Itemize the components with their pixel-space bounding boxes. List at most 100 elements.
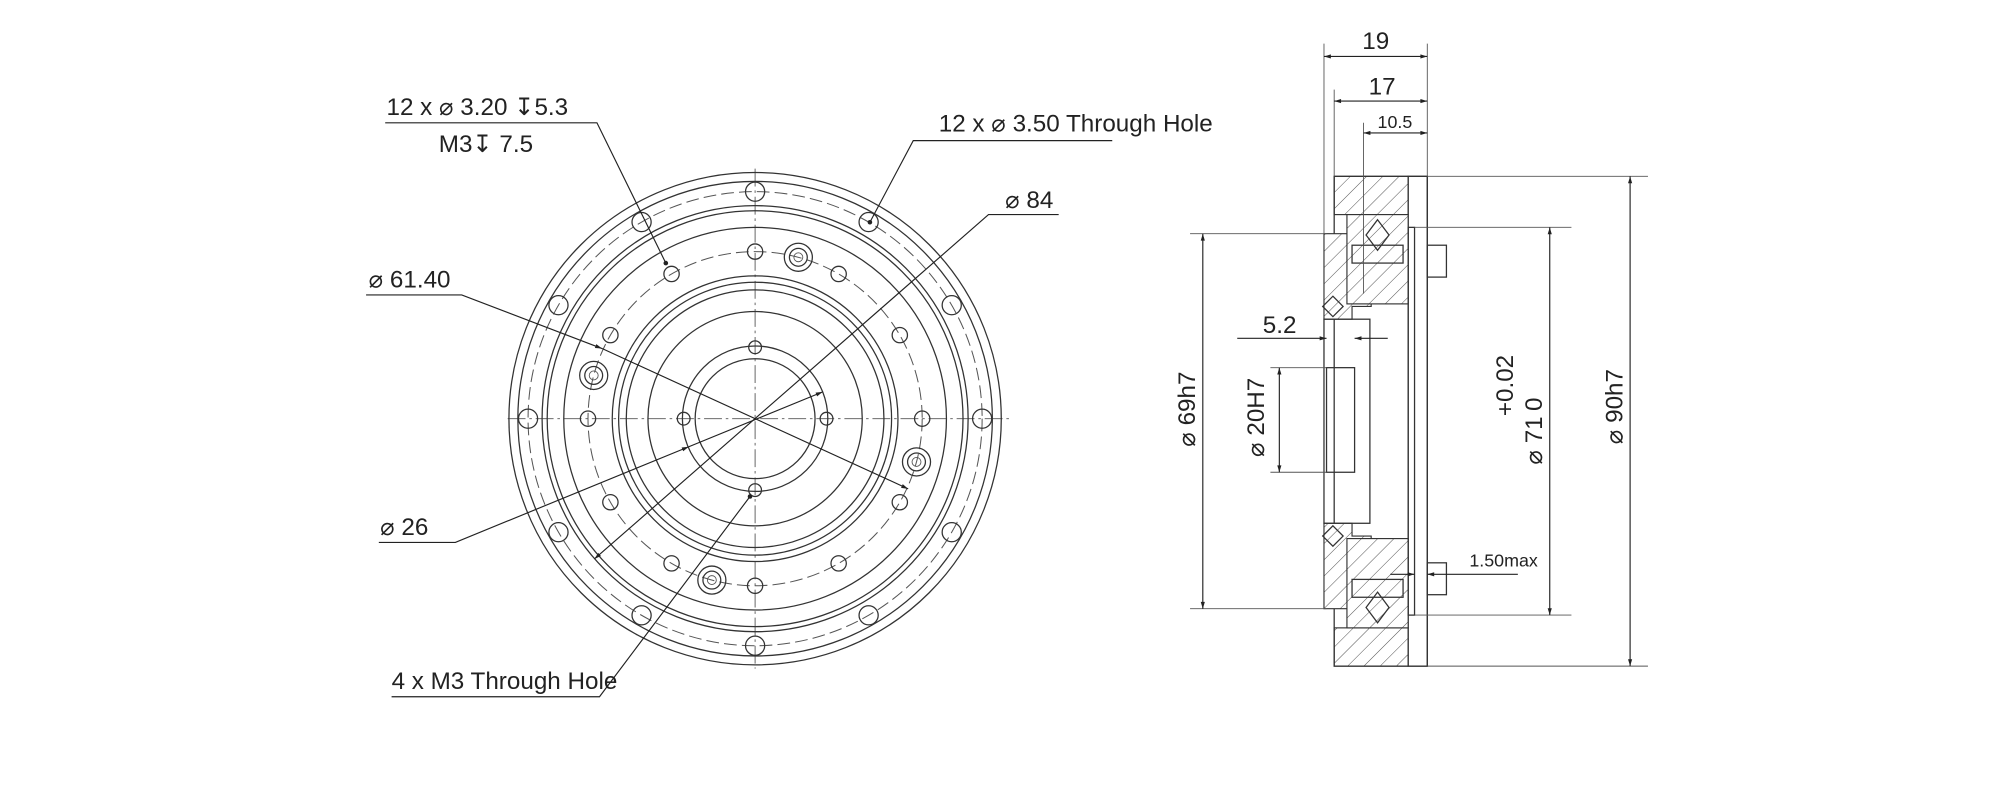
dia-69h7-label: ⌀ 69h7 <box>1174 372 1201 447</box>
dowel-hole-core <box>706 575 717 585</box>
dim-10-5-label: 10.5 <box>1378 112 1413 132</box>
pin-top <box>1426 244 1448 278</box>
dia-84-label: ⌀ 84 <box>1005 187 1053 214</box>
through-hole <box>631 605 652 626</box>
dia-20H7-label: ⌀ 20H7 <box>1243 378 1270 457</box>
dimension-17: 17 <box>1333 74 1428 177</box>
dowel-hole <box>697 565 727 595</box>
bolt-holes <box>517 181 993 656</box>
through-hole <box>744 635 766 656</box>
dowel-hole <box>783 242 814 272</box>
dimension-line <box>688 391 823 448</box>
dimension-dia-61-40: ⌀ 61.40 <box>366 266 909 490</box>
shaft-bore <box>1325 367 1356 473</box>
dimension-dia-71: ⌀ 71 0 +0.02 <box>1414 226 1572 616</box>
m3-hole <box>748 340 763 355</box>
leader-line <box>867 140 1113 225</box>
ring-circle <box>563 226 948 611</box>
through-hole <box>548 522 569 543</box>
dim-19-label: 19 <box>1362 28 1389 55</box>
callout-m3-holes-label: 4 x M3 Through Hole <box>392 668 618 695</box>
tapped-hole <box>746 577 764 595</box>
dowel-hole-inner <box>788 247 808 267</box>
m3-hole <box>676 411 691 426</box>
dimension-line <box>594 214 1059 560</box>
leader-line <box>385 122 669 266</box>
callout-tapped-holes-line2: M3↧ 7.5 <box>439 131 533 158</box>
callout-through-holes: 12 x ⌀ 3.50 Through Hole <box>867 111 1213 225</box>
tapped-hole <box>663 265 680 283</box>
dimension-1-50max: 1.50max <box>1390 551 1538 577</box>
dimension-line <box>366 294 603 350</box>
tapped-hole <box>913 410 931 427</box>
dowel-hole-inner <box>906 452 927 472</box>
dia-90h7-label: ⌀ 90h7 <box>1601 369 1628 444</box>
through-hole <box>858 211 879 233</box>
dowel-hole-inner <box>702 570 722 590</box>
callout-through-holes-label: 12 x ⌀ 3.50 Through Hole <box>939 111 1213 138</box>
through-hole <box>941 294 962 316</box>
dimension-dia-20H7: ⌀ 20H7 <box>1243 367 1327 473</box>
dia-71-label: ⌀ 71 <box>1521 416 1548 464</box>
m3-hole <box>819 411 834 426</box>
screw-bottom <box>1351 578 1404 598</box>
dim-1-50max-label: 1.50max <box>1469 551 1538 571</box>
dowel-hole <box>579 360 609 391</box>
housing-top <box>1333 175 1409 216</box>
through-hole <box>744 181 766 202</box>
ring-circle <box>617 281 893 556</box>
callout-tapped-holes-line1: 12 x ⌀ 3.20 ↧5.3 <box>386 94 568 121</box>
m3-hole <box>748 483 763 498</box>
output-flange <box>1407 175 1428 667</box>
tapped-hole <box>602 326 619 344</box>
dimension-dia-84: ⌀ 84 <box>594 187 1059 560</box>
ring-circle <box>508 171 1002 666</box>
through-hole <box>548 294 569 316</box>
tapped-hole <box>830 555 847 572</box>
callout-tapped-holes: 12 x ⌀ 3.20 ↧5.3 M3↧ 7.5 <box>385 94 669 266</box>
leader-line <box>391 494 753 698</box>
seal-plate <box>1407 226 1416 616</box>
crossed-roller <box>1365 218 1390 624</box>
ring-circle <box>527 191 983 647</box>
ring-circle <box>681 345 829 493</box>
tolerance-lower: 0 <box>1521 398 1548 411</box>
through-hole <box>517 408 539 429</box>
dowel-hole-core <box>793 252 804 263</box>
dowel-hole-inner <box>584 365 604 386</box>
tapped-hole <box>746 243 764 260</box>
ring-circle <box>611 275 899 563</box>
tapped-hole <box>663 555 680 572</box>
side-section-view: 19 17 10.5 5.2 ⌀ 69h7 ⌀ 20H7 <box>1174 28 1648 667</box>
dimension-dia-26: ⌀ 26 <box>378 391 823 543</box>
front-view: 12 x ⌀ 3.20 ↧5.3 M3↧ 7.5 12 x ⌀ 3.50 Thr… <box>366 94 1213 698</box>
dowel-hole-core <box>588 370 599 381</box>
dia-26-label: ⌀ 26 <box>380 514 428 541</box>
dimension-19: 19 <box>1323 28 1428 234</box>
housing-bottom <box>1333 627 1409 667</box>
ring-circle <box>647 310 863 527</box>
tapped-hole <box>830 265 847 283</box>
ring-circle <box>541 205 969 633</box>
dim-5-2-label: 5.2 <box>1263 312 1297 339</box>
dim-17-label: 17 <box>1369 74 1396 101</box>
ring-circle <box>587 251 923 587</box>
dia-61-40-label: ⌀ 61.40 <box>369 266 451 293</box>
ball-bearing <box>1321 295 1345 548</box>
through-hole <box>858 605 879 626</box>
dowel-hole <box>901 447 932 477</box>
tolerance-upper: +0.02 <box>1492 355 1519 416</box>
dimension-line <box>378 446 689 543</box>
dimension-10-5: 10.5 <box>1363 112 1428 294</box>
through-hole <box>941 522 962 543</box>
ring-circle <box>625 289 885 549</box>
tapped-hole <box>579 410 597 427</box>
tapped-hole <box>891 493 909 511</box>
dimension-line <box>601 348 909 490</box>
concentric-rings <box>508 171 1002 666</box>
tapped-hole <box>602 493 619 511</box>
dimension-dia-90h7: ⌀ 90h7 <box>1427 175 1648 667</box>
inner-bore <box>1323 318 1371 524</box>
